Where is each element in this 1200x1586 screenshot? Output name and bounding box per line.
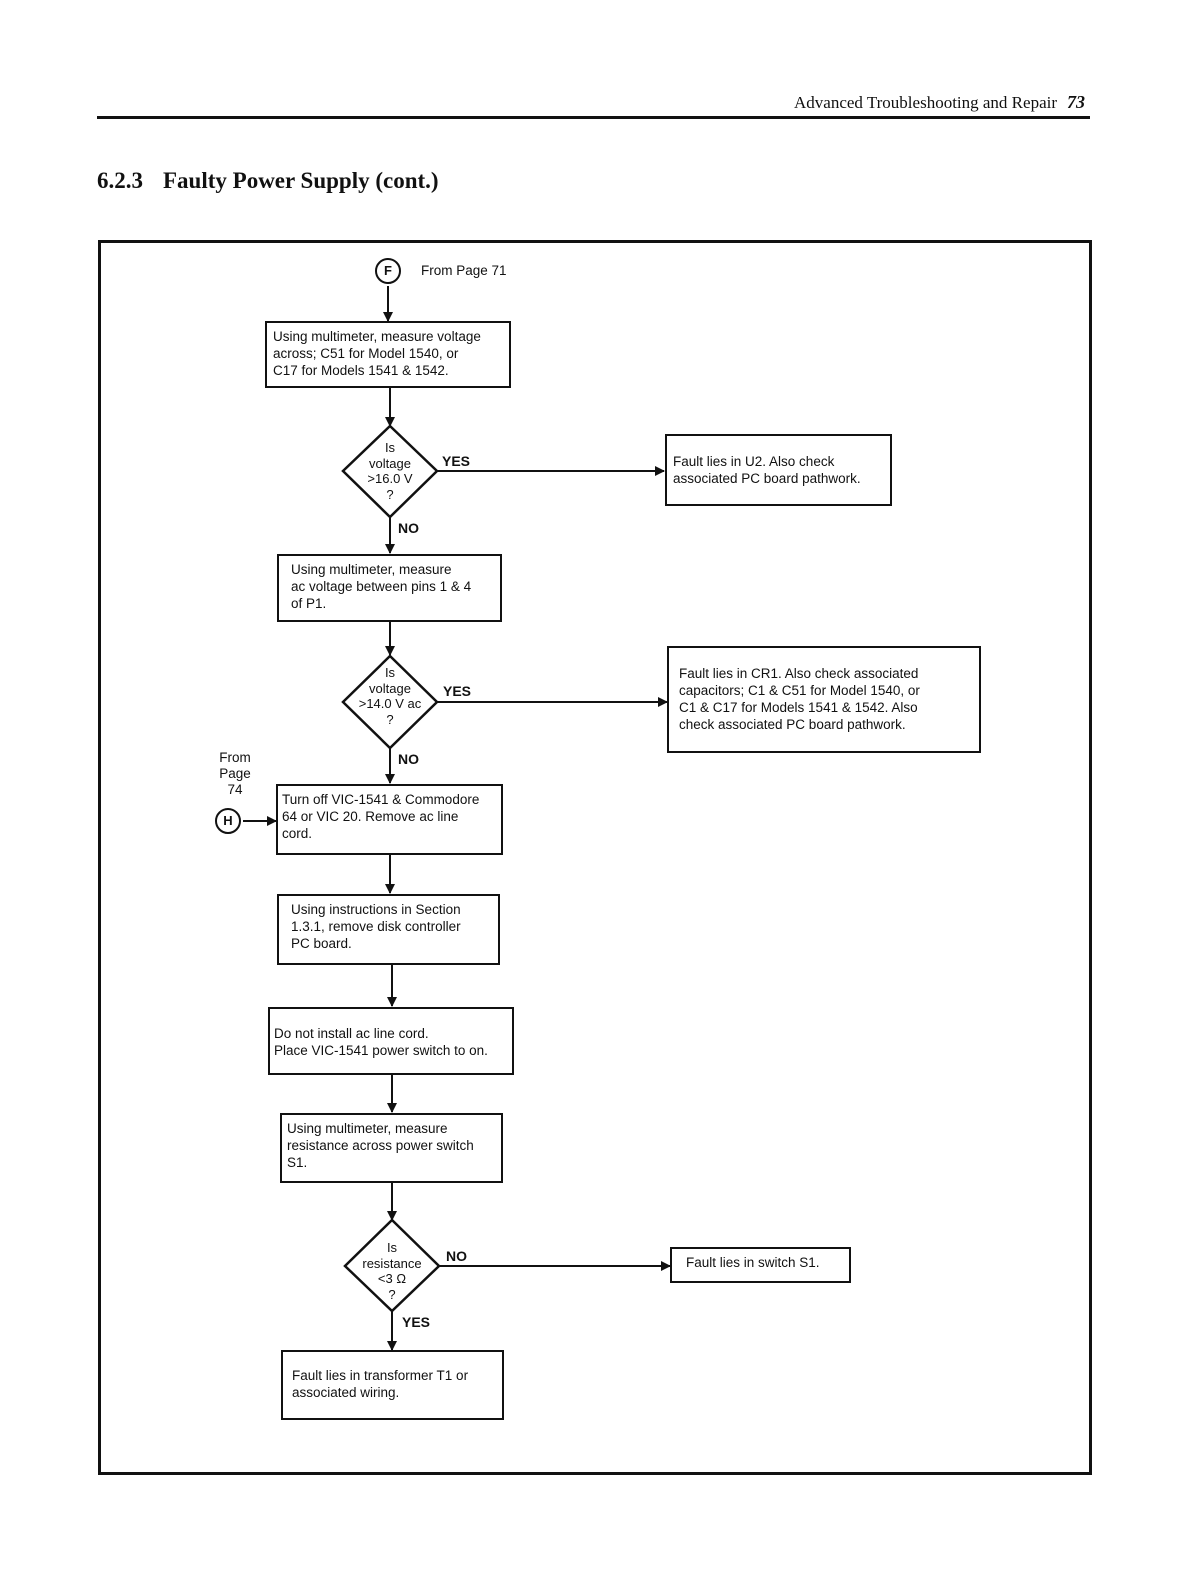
connector-f-note: From Page 71 (421, 263, 507, 278)
box-no-cord: Do not install ac line cord. Place VIC-1… (268, 1007, 514, 1075)
label-d2-yes: YES (443, 683, 472, 699)
decision-text-voltage-ac: Is voltage >14.0 V ac ? (358, 665, 422, 727)
decision-diamond-voltage-dc (341, 424, 439, 519)
box-turn-off: Turn off VIC-1541 & Commodore 64 or VIC … (276, 784, 503, 855)
box-measure-resistance: Using multimeter, measure resistance acr… (280, 1113, 503, 1183)
label-d3-no: NO (446, 1248, 467, 1264)
box-fault-cr1: Fault lies in CR1. Also check associated… (667, 646, 981, 753)
section-heading: 6.2.3 Faulty Power Supply (cont.) (97, 168, 439, 194)
label-d1-yes: YES (442, 453, 471, 469)
connector-h: H (215, 808, 241, 834)
decision-diamond-voltage-ac (341, 654, 439, 750)
page-number: 73 (1067, 92, 1085, 112)
box-remove-board: Using instructions in Section 1.3.1, rem… (277, 894, 500, 965)
label-d2-no: NO (398, 751, 419, 767)
running-head: Advanced Troubleshooting and Repair 73 (700, 92, 1085, 113)
connector-f: F (375, 258, 401, 284)
section-number: 6.2.3 (97, 168, 143, 193)
running-title: Advanced Troubleshooting and Repair (794, 93, 1057, 112)
label-d3-yes: YES (402, 1314, 431, 1330)
box-fault-t1: Fault lies in transformer T1 or associat… (281, 1350, 504, 1420)
box-measure-ac-voltage: Using multimeter, measure ac voltage bet… (277, 554, 502, 622)
decision-text-resistance: Is resistance <3 Ω ? (362, 1240, 422, 1302)
decision-text-voltage-dc: Is voltage >16.0 V ? (367, 440, 413, 502)
header-rule (97, 116, 1090, 119)
flowchart-frame (98, 240, 1092, 1475)
section-title: Faulty Power Supply (cont.) (163, 168, 439, 193)
box-fault-u2: Fault lies in U2. Also check associated … (665, 434, 892, 506)
label-d1-no: NO (398, 520, 419, 536)
decision-diamond-resistance (343, 1218, 441, 1313)
box-measure-dc-voltage: Using multimeter, measure voltage across… (265, 321, 511, 388)
connector-h-note: From Page 74 (219, 750, 251, 797)
box-fault-s1: Fault lies in switch S1. (670, 1247, 851, 1283)
